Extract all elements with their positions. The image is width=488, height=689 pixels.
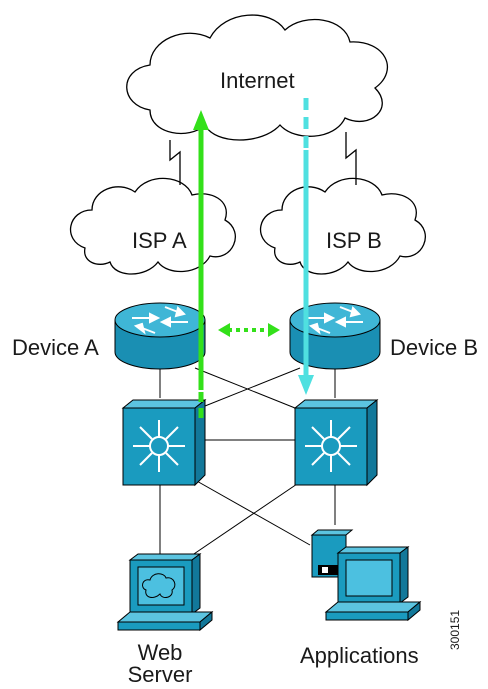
- web-server-workstation: [116, 553, 214, 632]
- inter-device-link: [218, 323, 280, 337]
- figure-id: 300151: [448, 609, 462, 650]
- internet-cloud: [126, 14, 388, 141]
- web-server-label-line2: Server: [127, 662, 193, 687]
- serial-link-isp-a: [169, 140, 181, 185]
- standby-path-arrow: [298, 98, 314, 395]
- switch-right: [293, 398, 379, 487]
- router-device-a: [114, 302, 206, 370]
- applications-label: Applications: [300, 643, 419, 668]
- isp-a-label: ISP A: [132, 228, 187, 253]
- device-a-label: Device A: [12, 335, 99, 360]
- serial-link-isp-b: [345, 132, 357, 185]
- web-server-label-line1: Web: [137, 640, 183, 665]
- router-device-b: [289, 302, 381, 370]
- internet-label: Internet: [220, 68, 295, 93]
- device-b-label: Device B: [390, 335, 479, 360]
- switch-left: [121, 398, 207, 487]
- isp-b-cloud: [259, 177, 426, 275]
- ethernet-links: [159, 367, 336, 561]
- isp-a-cloud: [69, 177, 236, 275]
- isp-b-label: ISP B: [326, 228, 382, 253]
- applications-workstation: [310, 529, 422, 622]
- active-path-arrow: [193, 110, 209, 420]
